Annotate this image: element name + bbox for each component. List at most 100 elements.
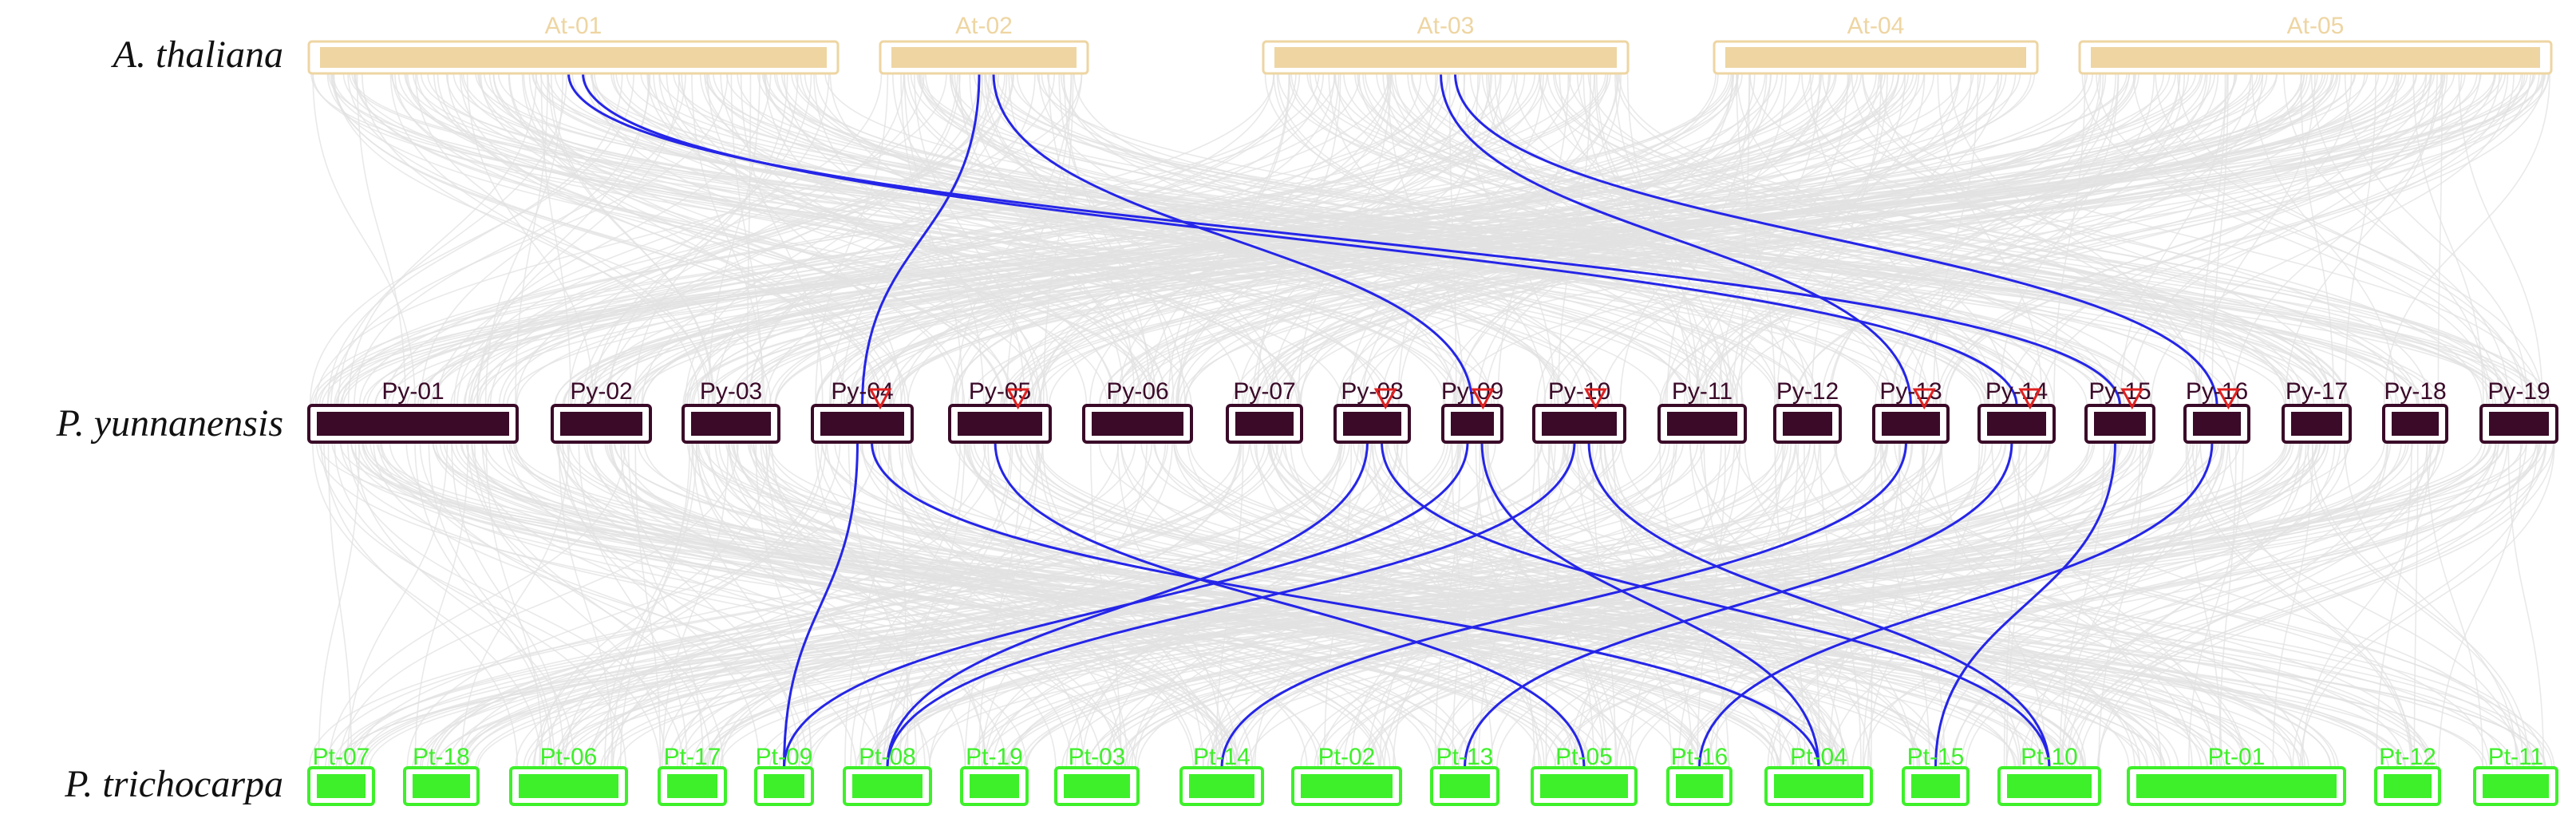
link-at-03-py-16[interactable] xyxy=(1454,73,2218,406)
chromosome-py-02[interactable]: Py-02 xyxy=(551,378,652,444)
background-link xyxy=(351,73,2508,406)
chromosome-py-01[interactable]: Py-01 xyxy=(307,378,519,444)
chromosome-pt-19[interactable]: Pt-19 xyxy=(960,744,1029,806)
chromosome-at-03[interactable]: At-03 xyxy=(1262,13,1630,75)
background-link xyxy=(2211,73,2229,406)
chromosome-py-09[interactable]: Py-09 xyxy=(1441,378,1503,444)
background-link xyxy=(668,441,1389,769)
background-link xyxy=(612,73,1727,406)
chromosome-py-11[interactable]: Py-11 xyxy=(1657,378,1747,444)
chromosome-pt-11[interactable]: Pt-11 xyxy=(2473,744,2558,806)
chromosome-pt-09[interactable]: Pt-09 xyxy=(754,744,814,806)
chromosome-pt-07[interactable]: Pt-07 xyxy=(307,744,375,806)
chromosome-py-10[interactable]: Py-10 xyxy=(1532,378,1626,444)
chromosome-pt-10[interactable]: Pt-10 xyxy=(1997,744,2101,806)
link-at-02-py-09[interactable] xyxy=(992,73,1474,406)
link-py-10-pt-10[interactable] xyxy=(1587,441,2051,769)
chromosome-pt-02[interactable]: Pt-02 xyxy=(1291,744,1402,806)
chromosome-label: Pt-09 xyxy=(756,744,813,770)
background-link xyxy=(502,441,1233,769)
background-link xyxy=(1576,73,1998,406)
chromosome-at-02[interactable]: At-02 xyxy=(879,13,1089,75)
background-link xyxy=(1661,73,2446,406)
chromosome-py-15[interactable]: Py-15 xyxy=(2084,378,2155,444)
chromosome-pt-12[interactable]: Pt-12 xyxy=(2374,744,2441,806)
chromosome-py-07[interactable]: Py-07 xyxy=(1226,378,1303,444)
marker-py-09 xyxy=(1471,388,1495,410)
chromosome-py-05[interactable]: Py-05 xyxy=(948,378,1052,444)
chromosome-pt-05[interactable]: Pt-05 xyxy=(1531,744,1638,806)
link-py-08-pt-10[interactable] xyxy=(1381,441,2051,769)
background-link xyxy=(421,441,1666,769)
chromosome-pt-03[interactable]: Pt-03 xyxy=(1054,744,1140,806)
chromosome-at-05[interactable]: At-05 xyxy=(2078,13,2553,75)
chromosome-pt-06[interactable]: Pt-06 xyxy=(509,744,628,806)
chromosome-pt-17[interactable]: Pt-17 xyxy=(658,744,727,806)
chromosome-at-04[interactable]: At-04 xyxy=(1713,13,2039,75)
background-link xyxy=(1991,441,2162,769)
chromosome-py-19[interactable]: Py-19 xyxy=(2479,378,2558,444)
chromosome-py-18[interactable]: Py-18 xyxy=(2382,378,2448,444)
background-link xyxy=(973,73,2506,406)
link-py-15-pt-15[interactable] xyxy=(1934,441,2116,769)
chromosome-pt-16[interactable]: Pt-16 xyxy=(1666,744,1732,806)
background-link xyxy=(1288,73,2152,406)
link-py-04-pt-09[interactable] xyxy=(783,441,859,769)
link-py-09-pt-04[interactable] xyxy=(1480,441,1820,769)
chromosome-py-13[interactable]: Py-13 xyxy=(1872,378,1950,444)
link-at-03-py-13[interactable] xyxy=(1440,73,1912,406)
background-link xyxy=(521,73,845,406)
chromosome-bar xyxy=(1274,47,1617,68)
background-link xyxy=(2228,441,2412,769)
background-link xyxy=(1833,441,2546,769)
marker-py-04 xyxy=(868,388,892,410)
background-link xyxy=(985,73,1894,406)
link-at-02-py-04[interactable] xyxy=(861,73,981,406)
chromosome-py-06[interactable]: Py-06 xyxy=(1082,378,1193,444)
background-link xyxy=(567,441,1007,769)
background-link xyxy=(1731,73,2523,406)
link-py-05-pt-05[interactable] xyxy=(994,441,1586,769)
chromosome-pt-01[interactable]: Pt-01 xyxy=(2127,744,2346,806)
chromosome-pt-08[interactable]: Pt-08 xyxy=(843,744,932,806)
background-link xyxy=(1862,73,2542,406)
chromosome-py-17[interactable]: Py-17 xyxy=(2282,378,2352,444)
link-py-14-pt-13[interactable] xyxy=(1464,441,2013,769)
chromosome-pt-04[interactable]: Pt-04 xyxy=(1764,744,1873,806)
background-link xyxy=(1801,73,2201,406)
link-py-13-pt-14[interactable] xyxy=(1220,441,1907,769)
background-link xyxy=(476,73,680,406)
chromosome-pt-15[interactable]: Pt-15 xyxy=(1902,744,1970,806)
chromosome-py-04[interactable]: Py-04 xyxy=(811,378,914,444)
background-link xyxy=(855,441,2286,769)
background-link xyxy=(677,441,1167,769)
background-link xyxy=(1897,73,2264,406)
chromosome-py-03[interactable]: Py-03 xyxy=(682,378,780,444)
chromosome-py-12[interactable]: Py-12 xyxy=(1773,378,1842,444)
background-link xyxy=(309,441,1270,769)
link-at-01-py-15[interactable] xyxy=(567,73,2121,406)
background-link xyxy=(919,73,1821,406)
chromosome-py-08[interactable]: Py-08 xyxy=(1333,378,1411,444)
link-at-01-py-14[interactable] xyxy=(582,73,2018,406)
link-py-04-pt-04[interactable] xyxy=(871,441,1820,769)
background-link xyxy=(1547,73,2420,406)
background-link xyxy=(1371,441,1848,769)
background-link xyxy=(515,441,1341,769)
link-py-16-pt-16[interactable] xyxy=(1698,441,2214,769)
link-py-09-pt-09[interactable] xyxy=(783,441,1469,769)
background-link xyxy=(2301,441,2432,769)
chromosome-at-01[interactable]: At-01 xyxy=(307,13,840,75)
chromosome-pt-13[interactable]: Pt-13 xyxy=(1430,744,1499,806)
chromosome-label: At-03 xyxy=(1417,13,1475,39)
background-link xyxy=(354,73,1155,406)
chromosome-py-16[interactable]: Py-16 xyxy=(2183,378,2250,444)
chromosome-pt-14[interactable]: Pt-14 xyxy=(1179,744,1264,806)
background-link xyxy=(433,441,1588,769)
chromosome-py-14[interactable]: Py-14 xyxy=(1977,378,2056,444)
link-py-10-pt-08[interactable] xyxy=(886,441,1576,769)
chromosome-pt-18[interactable]: Pt-18 xyxy=(403,744,480,806)
background-link xyxy=(1120,441,1835,769)
background-link xyxy=(834,441,1730,769)
